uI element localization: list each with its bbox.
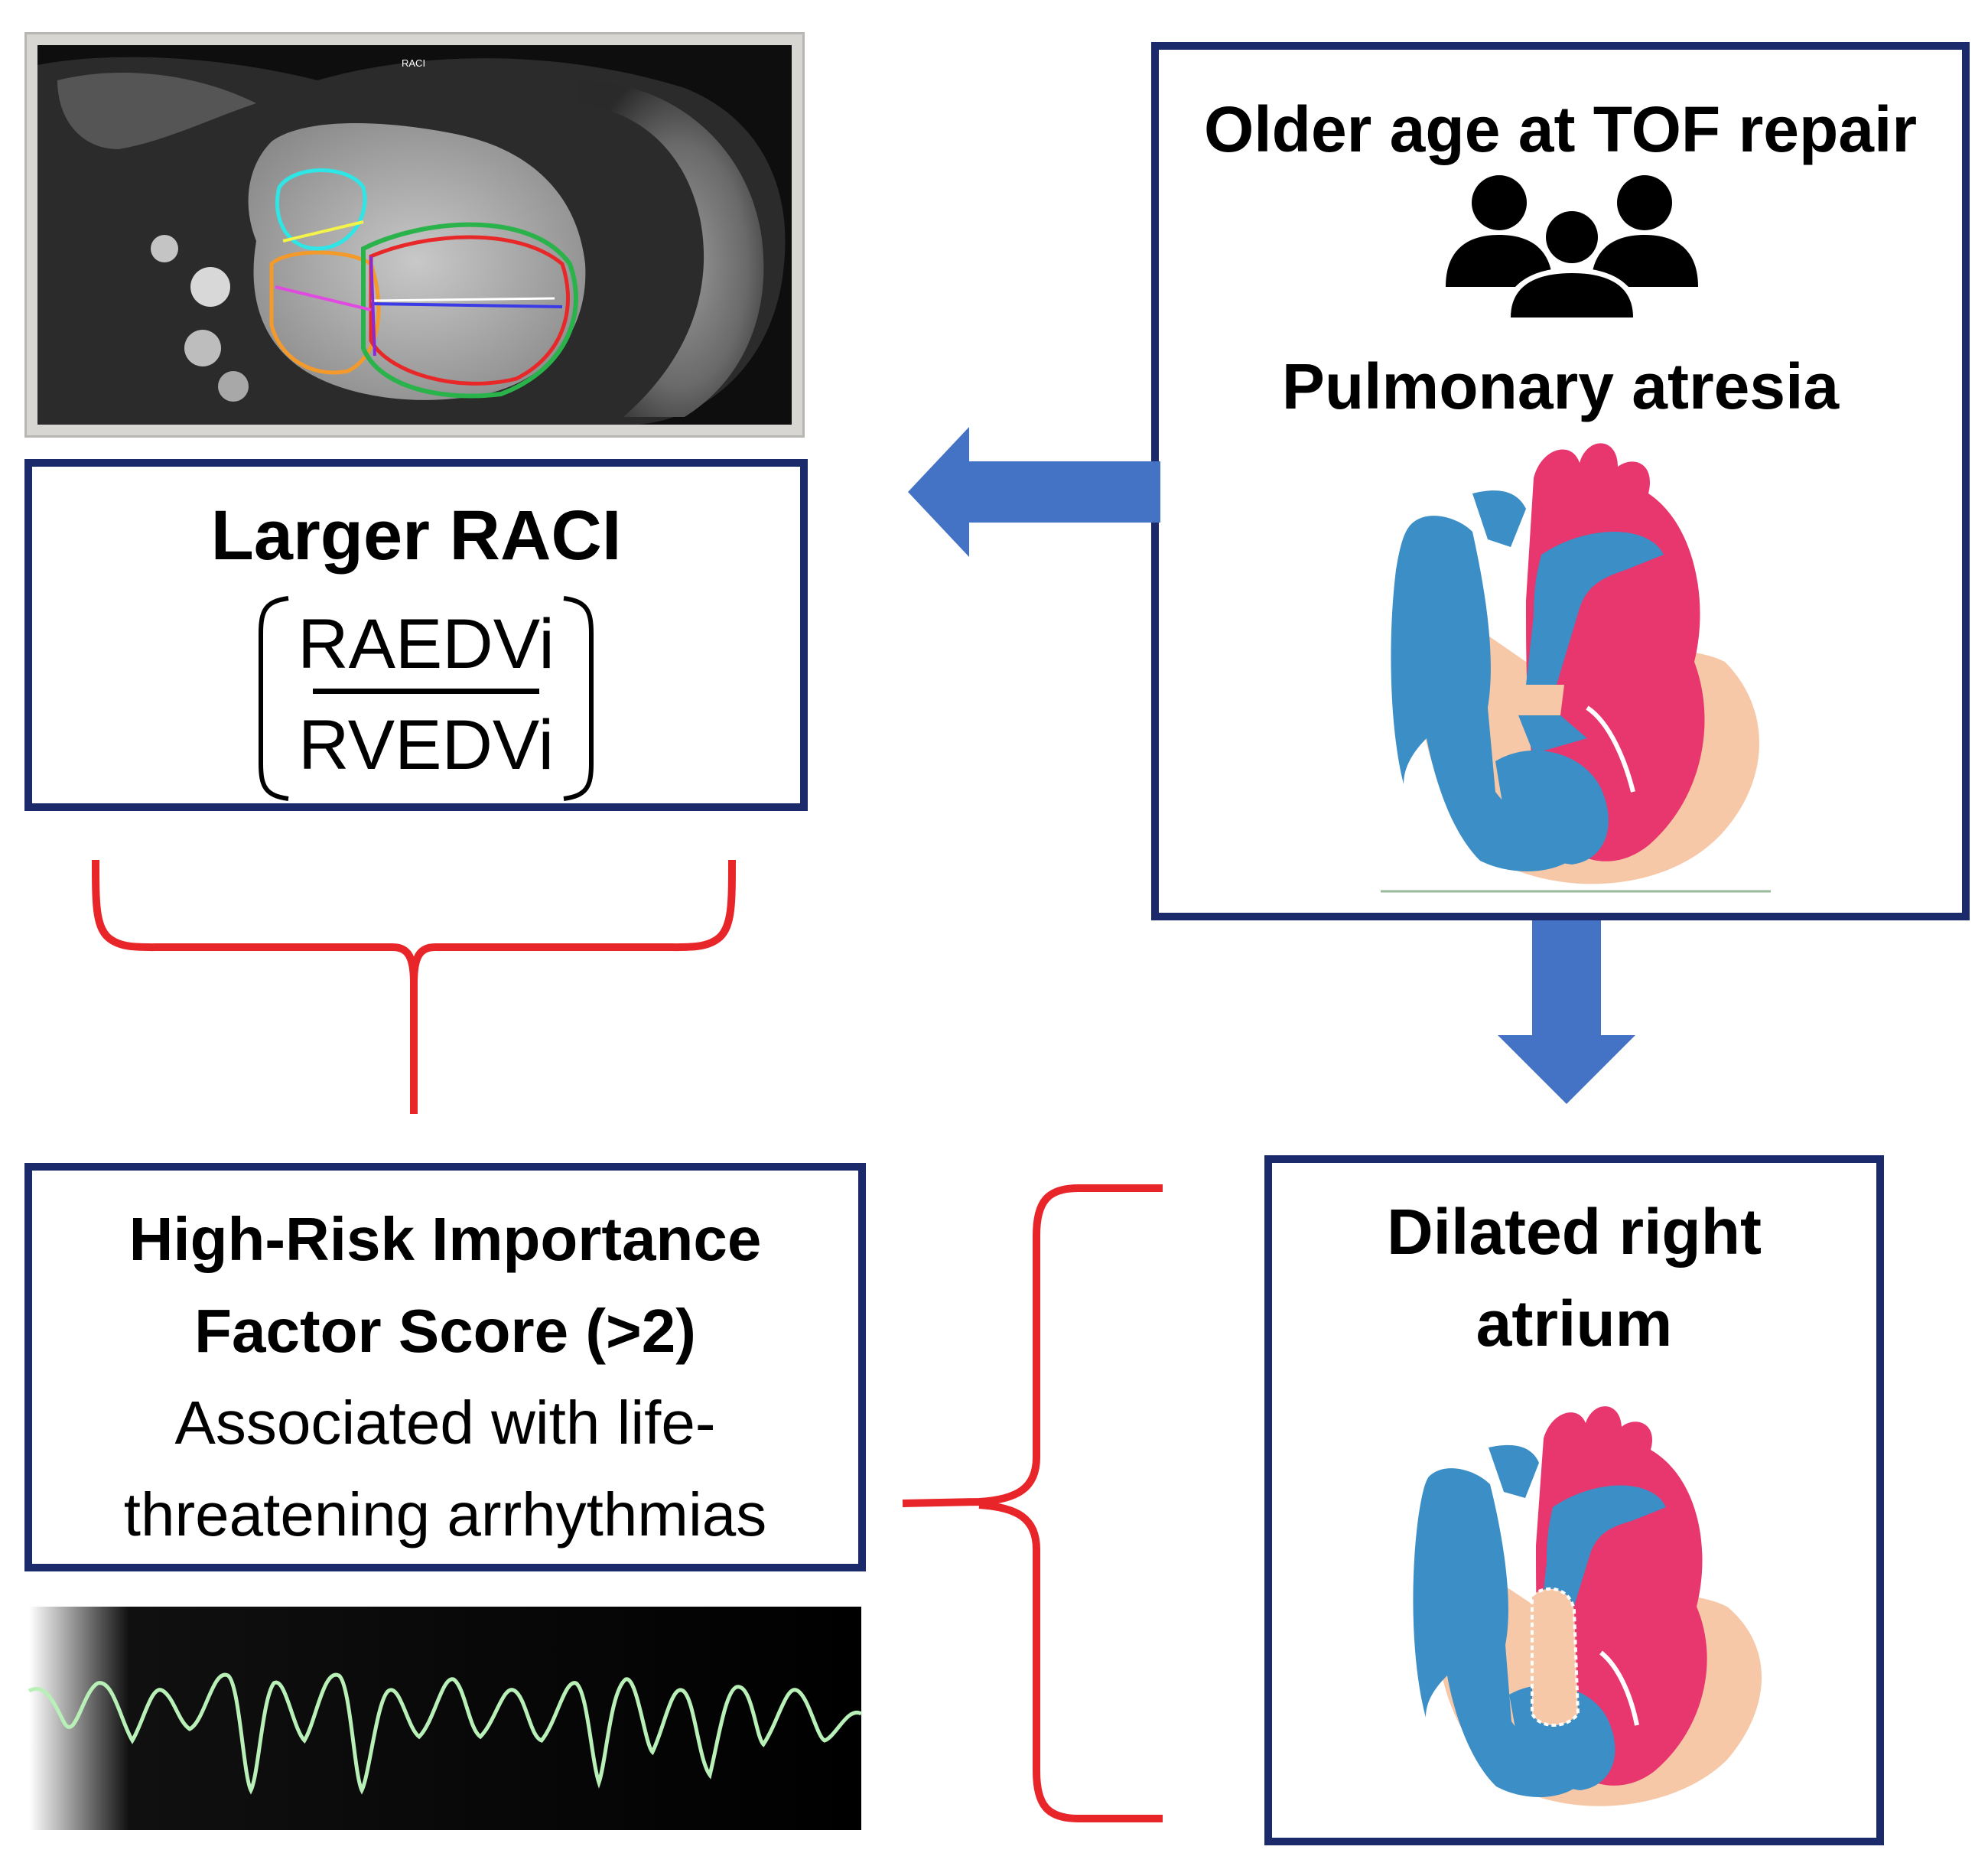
risk-factors-box: Older age at TOF repair Pulmonary atresi… — [1151, 42, 1970, 920]
arrow-down-icon — [1498, 920, 1635, 1104]
mri-image-panel: RACI — [24, 32, 805, 438]
mri-scan-image — [37, 45, 792, 425]
raci-numerator: RAEDVi — [298, 605, 555, 683]
red-brace-down — [92, 859, 736, 1114]
score-line-2: Factor Score (>2) — [194, 1297, 696, 1365]
score-line-4: threatening arrhythmias — [123, 1480, 767, 1548]
raci-denominator: RVEDVi — [298, 706, 555, 784]
pulmonary-atresia-text: Pulmonary atresia — [1281, 350, 1840, 422]
raci-title: Larger RACI — [210, 497, 622, 575]
ecg-strip — [28, 1607, 863, 1830]
arrow-left-icon — [908, 427, 1160, 557]
score-line-1: High-Risk Importance — [129, 1205, 762, 1273]
raci-fraction: RAEDVi RVEDVi — [250, 595, 602, 802]
dilated-heart-diagram-icon — [1413, 1406, 1762, 1806]
older-age-text: Older age at TOF repair — [1203, 93, 1918, 165]
red-brace-left — [902, 1184, 1163, 1822]
dilated-right-text: Dilated right — [1386, 1196, 1762, 1268]
group-people-icon — [1446, 175, 1698, 321]
risk-score-box: High-Risk Importance Factor Score (>2) A… — [24, 1163, 866, 1571]
raci-box: Larger RACI RAEDVi RVEDVi — [24, 459, 808, 811]
heart-diagram-icon — [1381, 443, 1771, 893]
dilated-atrium-box: Dilated right atrium — [1264, 1155, 1884, 1845]
ecg-waveform-icon — [28, 1672, 863, 1795]
atrium-text: atrium — [1476, 1288, 1673, 1360]
left-paren-icon — [259, 596, 289, 801]
mri-overlay-label: RACI — [402, 57, 426, 69]
fraction-bar — [313, 689, 539, 694]
score-line-3: Associated with life- — [174, 1389, 716, 1457]
right-paren-icon — [563, 596, 594, 801]
